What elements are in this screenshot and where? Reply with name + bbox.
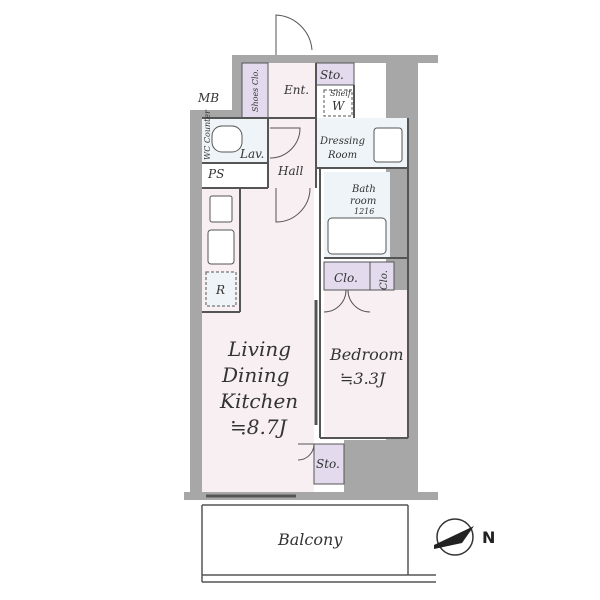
label-ps: PS xyxy=(207,167,224,181)
label-wc-counter: WC Counter xyxy=(203,109,212,160)
floors xyxy=(202,63,408,575)
label-balcony: Balcony xyxy=(277,530,343,549)
wall-left-upper xyxy=(232,55,242,115)
label-shelf-w: W xyxy=(332,99,346,113)
label-kitchen: Kitchen xyxy=(219,389,298,413)
closet-2 xyxy=(369,261,395,291)
wash-basin-icon xyxy=(373,127,403,163)
refrigerator-space xyxy=(205,271,237,307)
wall-bottom xyxy=(184,492,438,500)
label-clo-2: Clo. xyxy=(379,270,390,290)
toilet-icon xyxy=(211,125,243,153)
fixtures xyxy=(207,89,403,265)
label-bathroom: room xyxy=(350,196,376,207)
label-dressing: Dressing xyxy=(319,136,365,147)
label-bedroom: Bedroom xyxy=(329,345,404,364)
label-shelf: Shelf xyxy=(330,89,353,98)
bathtub-icon xyxy=(327,217,387,255)
label-clo-1: Clo. xyxy=(334,271,358,285)
label-ldk-size: ≒8.7J xyxy=(230,415,288,439)
toilet-door-swing xyxy=(269,127,301,159)
stove-icon xyxy=(209,195,233,223)
label-room: Room xyxy=(327,150,357,161)
label-lav: Lav. xyxy=(239,147,264,161)
label-mb: MB xyxy=(197,91,219,105)
bedroom-floor xyxy=(324,290,408,438)
entrance-door-swing xyxy=(275,14,313,55)
wall-top xyxy=(232,55,438,63)
balcony-floor xyxy=(202,505,408,575)
label-bath-size: 1216 xyxy=(354,207,374,216)
wall-left xyxy=(190,110,202,500)
compass: N xyxy=(434,518,495,556)
label-refrigerator: R xyxy=(215,283,225,297)
wall-bottom-right-block xyxy=(344,440,418,492)
hall-door-swing xyxy=(275,187,311,223)
compass-ring xyxy=(436,518,474,556)
label-sto-top: Sto. xyxy=(320,68,344,82)
label-hall: Hall xyxy=(277,164,303,178)
sink-icon xyxy=(207,229,235,265)
compass-needle-icon xyxy=(434,526,474,549)
compass-north-label: N xyxy=(482,528,495,547)
wall-top-left-ledge xyxy=(190,110,242,118)
labels: MB Shoes Clo. Ent. Sto. Shelf W Lav. WC … xyxy=(197,68,404,549)
sto-bottom xyxy=(313,443,345,485)
label-sto-bottom: Sto. xyxy=(316,457,340,471)
storage xyxy=(205,62,395,485)
entrance-floor xyxy=(268,63,316,118)
sto-door-swing xyxy=(297,443,315,461)
shoes-closet xyxy=(241,62,269,119)
doors xyxy=(206,14,371,498)
label-dining: Dining xyxy=(221,363,289,387)
label-ent: Ent. xyxy=(283,83,309,97)
label-bedroom-size: ≒3.3J xyxy=(340,369,387,388)
closet-door-swing-1 xyxy=(323,289,347,313)
interior-walls xyxy=(202,63,409,439)
label-shoes-clo: Shoes Clo. xyxy=(251,69,260,112)
washer-icon xyxy=(323,89,353,117)
label-bath: Bath xyxy=(351,184,376,195)
closet-1 xyxy=(323,261,371,291)
balcony-outline xyxy=(201,504,436,583)
label-living: Living xyxy=(227,337,291,361)
hall-floor xyxy=(268,118,316,188)
closet-door-swing-2 xyxy=(347,289,371,313)
